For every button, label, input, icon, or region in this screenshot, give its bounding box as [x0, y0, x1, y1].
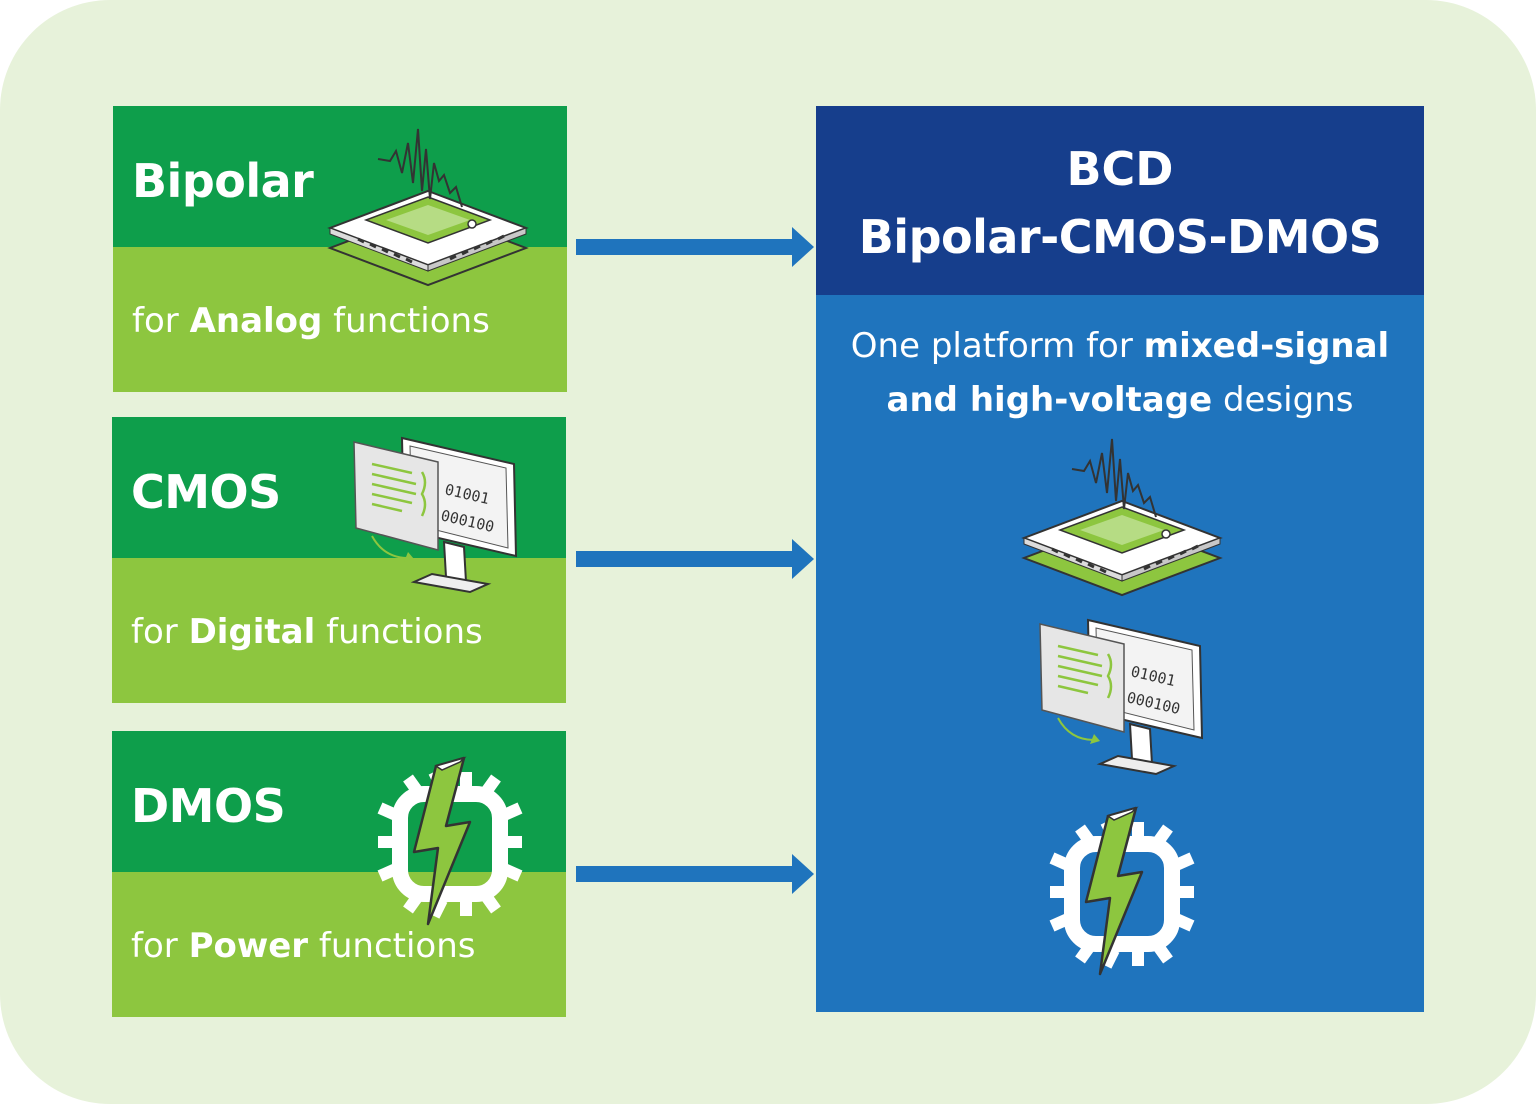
power-chip-bolt-icon — [377, 756, 523, 926]
bcd-title: BCD — [1066, 142, 1174, 196]
bcd-box: BCD Bipolar-CMOS-DMOS One platform for m… — [816, 106, 1424, 1012]
digital-monitor-icon: 01001 000100 — [1039, 618, 1204, 776]
dmos-title: DMOS — [131, 779, 286, 833]
bipolar-description: for Analog functions — [132, 301, 490, 341]
cmos-box: CMOS for Digital functions 01001 000100 — [112, 417, 566, 703]
dmos-description: for Power functions — [131, 926, 476, 966]
dmos-box: DMOS for Power functions — [112, 731, 566, 1017]
arrow-bipolar-to-bcd — [576, 227, 814, 267]
bcd-header: BCD Bipolar-CMOS-DMOS — [816, 106, 1424, 295]
analog-chip-icon — [1021, 438, 1223, 597]
bipolar-box: Bipolar for Analog functions — [113, 106, 567, 392]
bcd-subtitle-line2: and high-voltage designs — [886, 380, 1354, 420]
cmos-body: for Digital functions — [112, 558, 566, 703]
bcd-full-name: Bipolar-CMOS-DMOS — [858, 210, 1382, 264]
digital-monitor-icon: 01001 000100 — [353, 436, 518, 594]
cmos-description: for Digital functions — [131, 612, 483, 652]
cmos-title: CMOS — [131, 465, 281, 519]
arrow-cmos-to-bcd — [576, 539, 814, 579]
bcd-subtitle-line1: One platform for mixed-signal — [850, 326, 1390, 366]
arrow-dmos-to-bcd — [576, 854, 814, 894]
bipolar-body: for Analog functions — [113, 247, 567, 392]
power-chip-bolt-icon — [1049, 806, 1195, 976]
analog-chip-icon — [327, 128, 529, 287]
bipolar-title: Bipolar — [132, 154, 314, 208]
